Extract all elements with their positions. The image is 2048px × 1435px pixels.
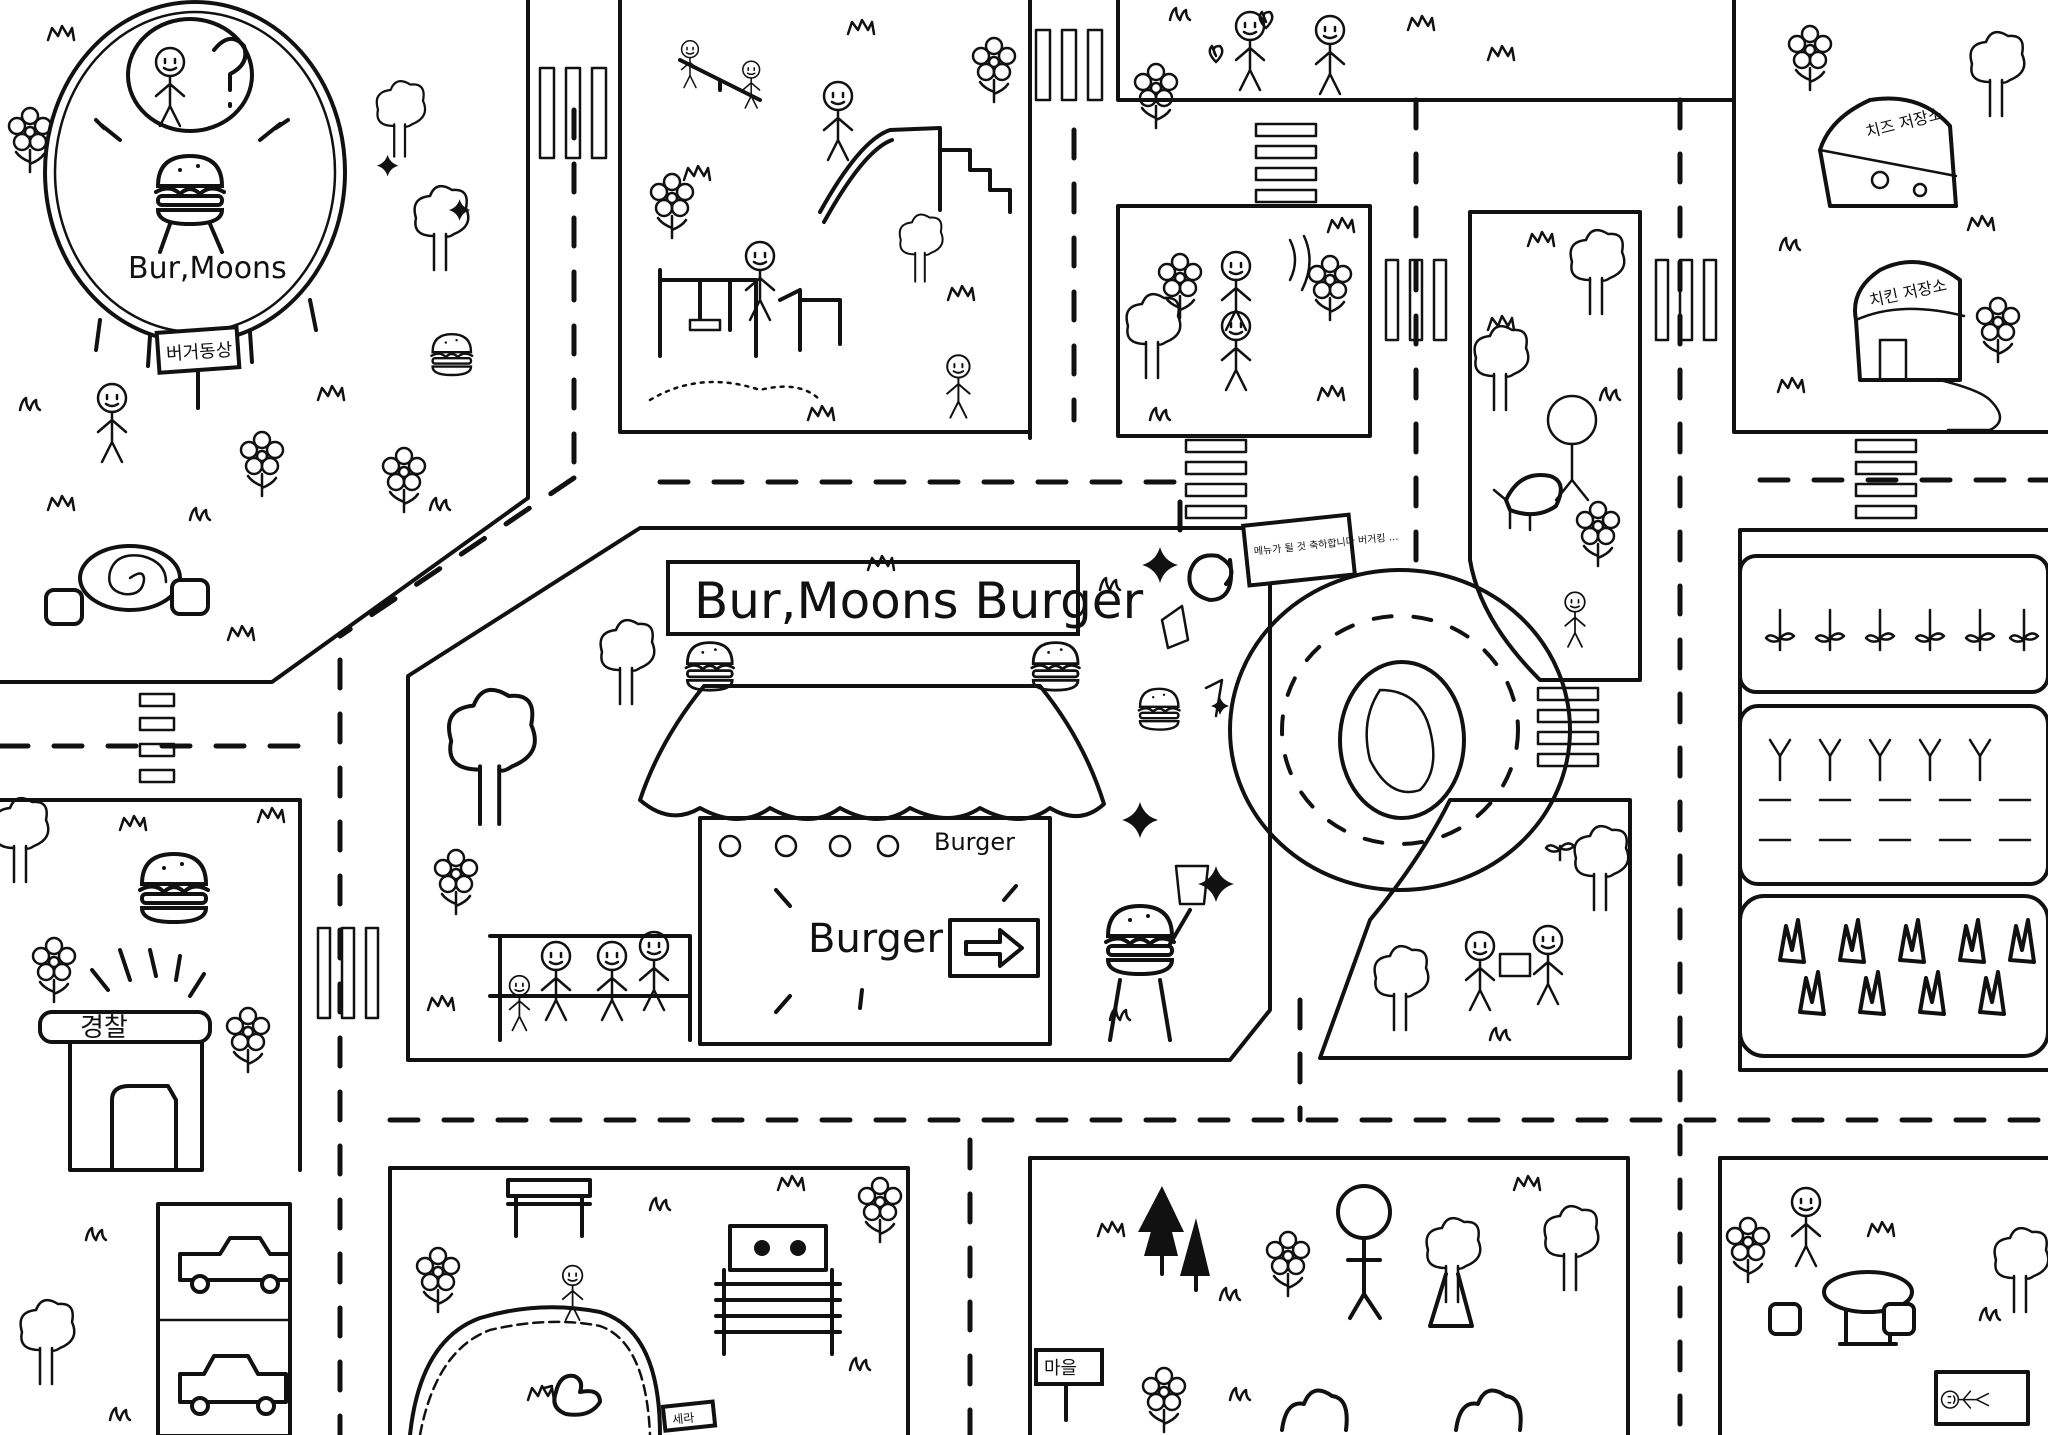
tower-sign: Bur,Moons [128, 251, 287, 286]
column-park [1473, 228, 1626, 648]
swing-icon [658, 268, 758, 358]
roundabout [1228, 568, 1572, 892]
corner-park [1373, 824, 1630, 1042]
chicken-icon [1492, 473, 1563, 532]
sprout-icon [1758, 738, 2032, 842]
recipe-text: Burger [934, 828, 1015, 856]
storage-chicken-sign: 치킨 저장소 [1868, 275, 1949, 310]
crosswalks [138, 28, 1918, 1020]
shop-sign: Bur,Moons Burger [694, 572, 1144, 630]
mat-sign: 세라 [672, 1411, 695, 1427]
duck-icon [542, 1373, 602, 1417]
middle-park [1125, 216, 1356, 422]
top-park [1133, 6, 1516, 130]
police-station: 경찰 [0, 796, 286, 1422]
police-sign: 경찰 [80, 1013, 128, 1043]
bottom-right-park [1725, 1186, 2048, 1426]
farm [1738, 554, 2048, 1058]
burmoons-tower: Bur,Moons 버거동상 [7, 0, 474, 642]
storage-area: 치즈 저장소 치킨 저장소 [1776, 24, 2026, 432]
post-sign: 버거동상 [166, 340, 234, 366]
slide-icon [818, 126, 1012, 224]
playground [648, 18, 1017, 422]
burger-icon [430, 333, 474, 377]
bench-icon [506, 1178, 592, 1238]
sparkle-icon [1211, 697, 1229, 715]
pond-park: 세라 [408, 1174, 903, 1435]
parking [156, 1202, 292, 1435]
spiral-icon [44, 544, 210, 626]
storage-cheese-sign: 치즈 저장소 [1864, 104, 1945, 141]
lane-markings [0, 97, 2048, 1435]
village-sign: 마을 [1044, 1358, 1077, 1379]
menu-board: Burger [808, 916, 944, 962]
car-icon [178, 1236, 292, 1294]
forest-park: 마을 [1034, 1174, 1600, 1434]
burger-shop: Bur,Moons Burger Burger Burger [638, 560, 1144, 1046]
arrow-right-icon [948, 918, 1040, 978]
